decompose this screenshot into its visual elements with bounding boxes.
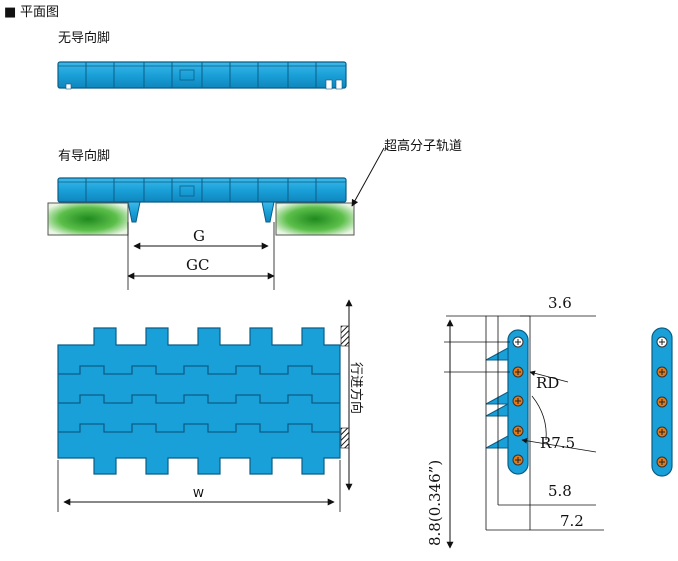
hatch-bottom <box>340 427 350 449</box>
track-label: 超高分子轨道 <box>384 138 462 154</box>
belt-side-no-guide <box>57 61 347 90</box>
link-side-view <box>651 327 673 477</box>
gc-label: GC <box>186 256 209 274</box>
dim-7-2: 7.2 <box>560 512 584 530</box>
w-dimension: W <box>57 460 341 512</box>
chain-profile <box>485 329 529 475</box>
dim-rd: RD <box>536 374 559 392</box>
no-guide-label: 无导向脚 <box>58 30 110 46</box>
header-marker: ■ <box>4 5 16 20</box>
dim-3-6: 3.6 <box>548 294 572 312</box>
dim-pitch: 8.8(0.346”) <box>426 460 444 546</box>
track-leader-line <box>351 147 385 207</box>
dim-r7-5: R7.5 <box>540 434 575 452</box>
hatch-top <box>340 325 350 347</box>
page-title: 平面图 <box>20 5 59 20</box>
dim-5-8: 5.8 <box>548 482 572 500</box>
belt-side-with-guide <box>57 177 347 223</box>
direction-label: 行进方向 <box>348 362 364 414</box>
track-right <box>275 202 355 236</box>
track-left <box>47 202 129 236</box>
belt-plan-view <box>57 327 341 475</box>
w-label: W <box>193 487 204 500</box>
gc-dimension: GC <box>127 256 275 280</box>
g-label: G <box>193 227 205 245</box>
with-guide-label: 有导向脚 <box>58 148 110 164</box>
profile-dimensions <box>444 315 604 549</box>
